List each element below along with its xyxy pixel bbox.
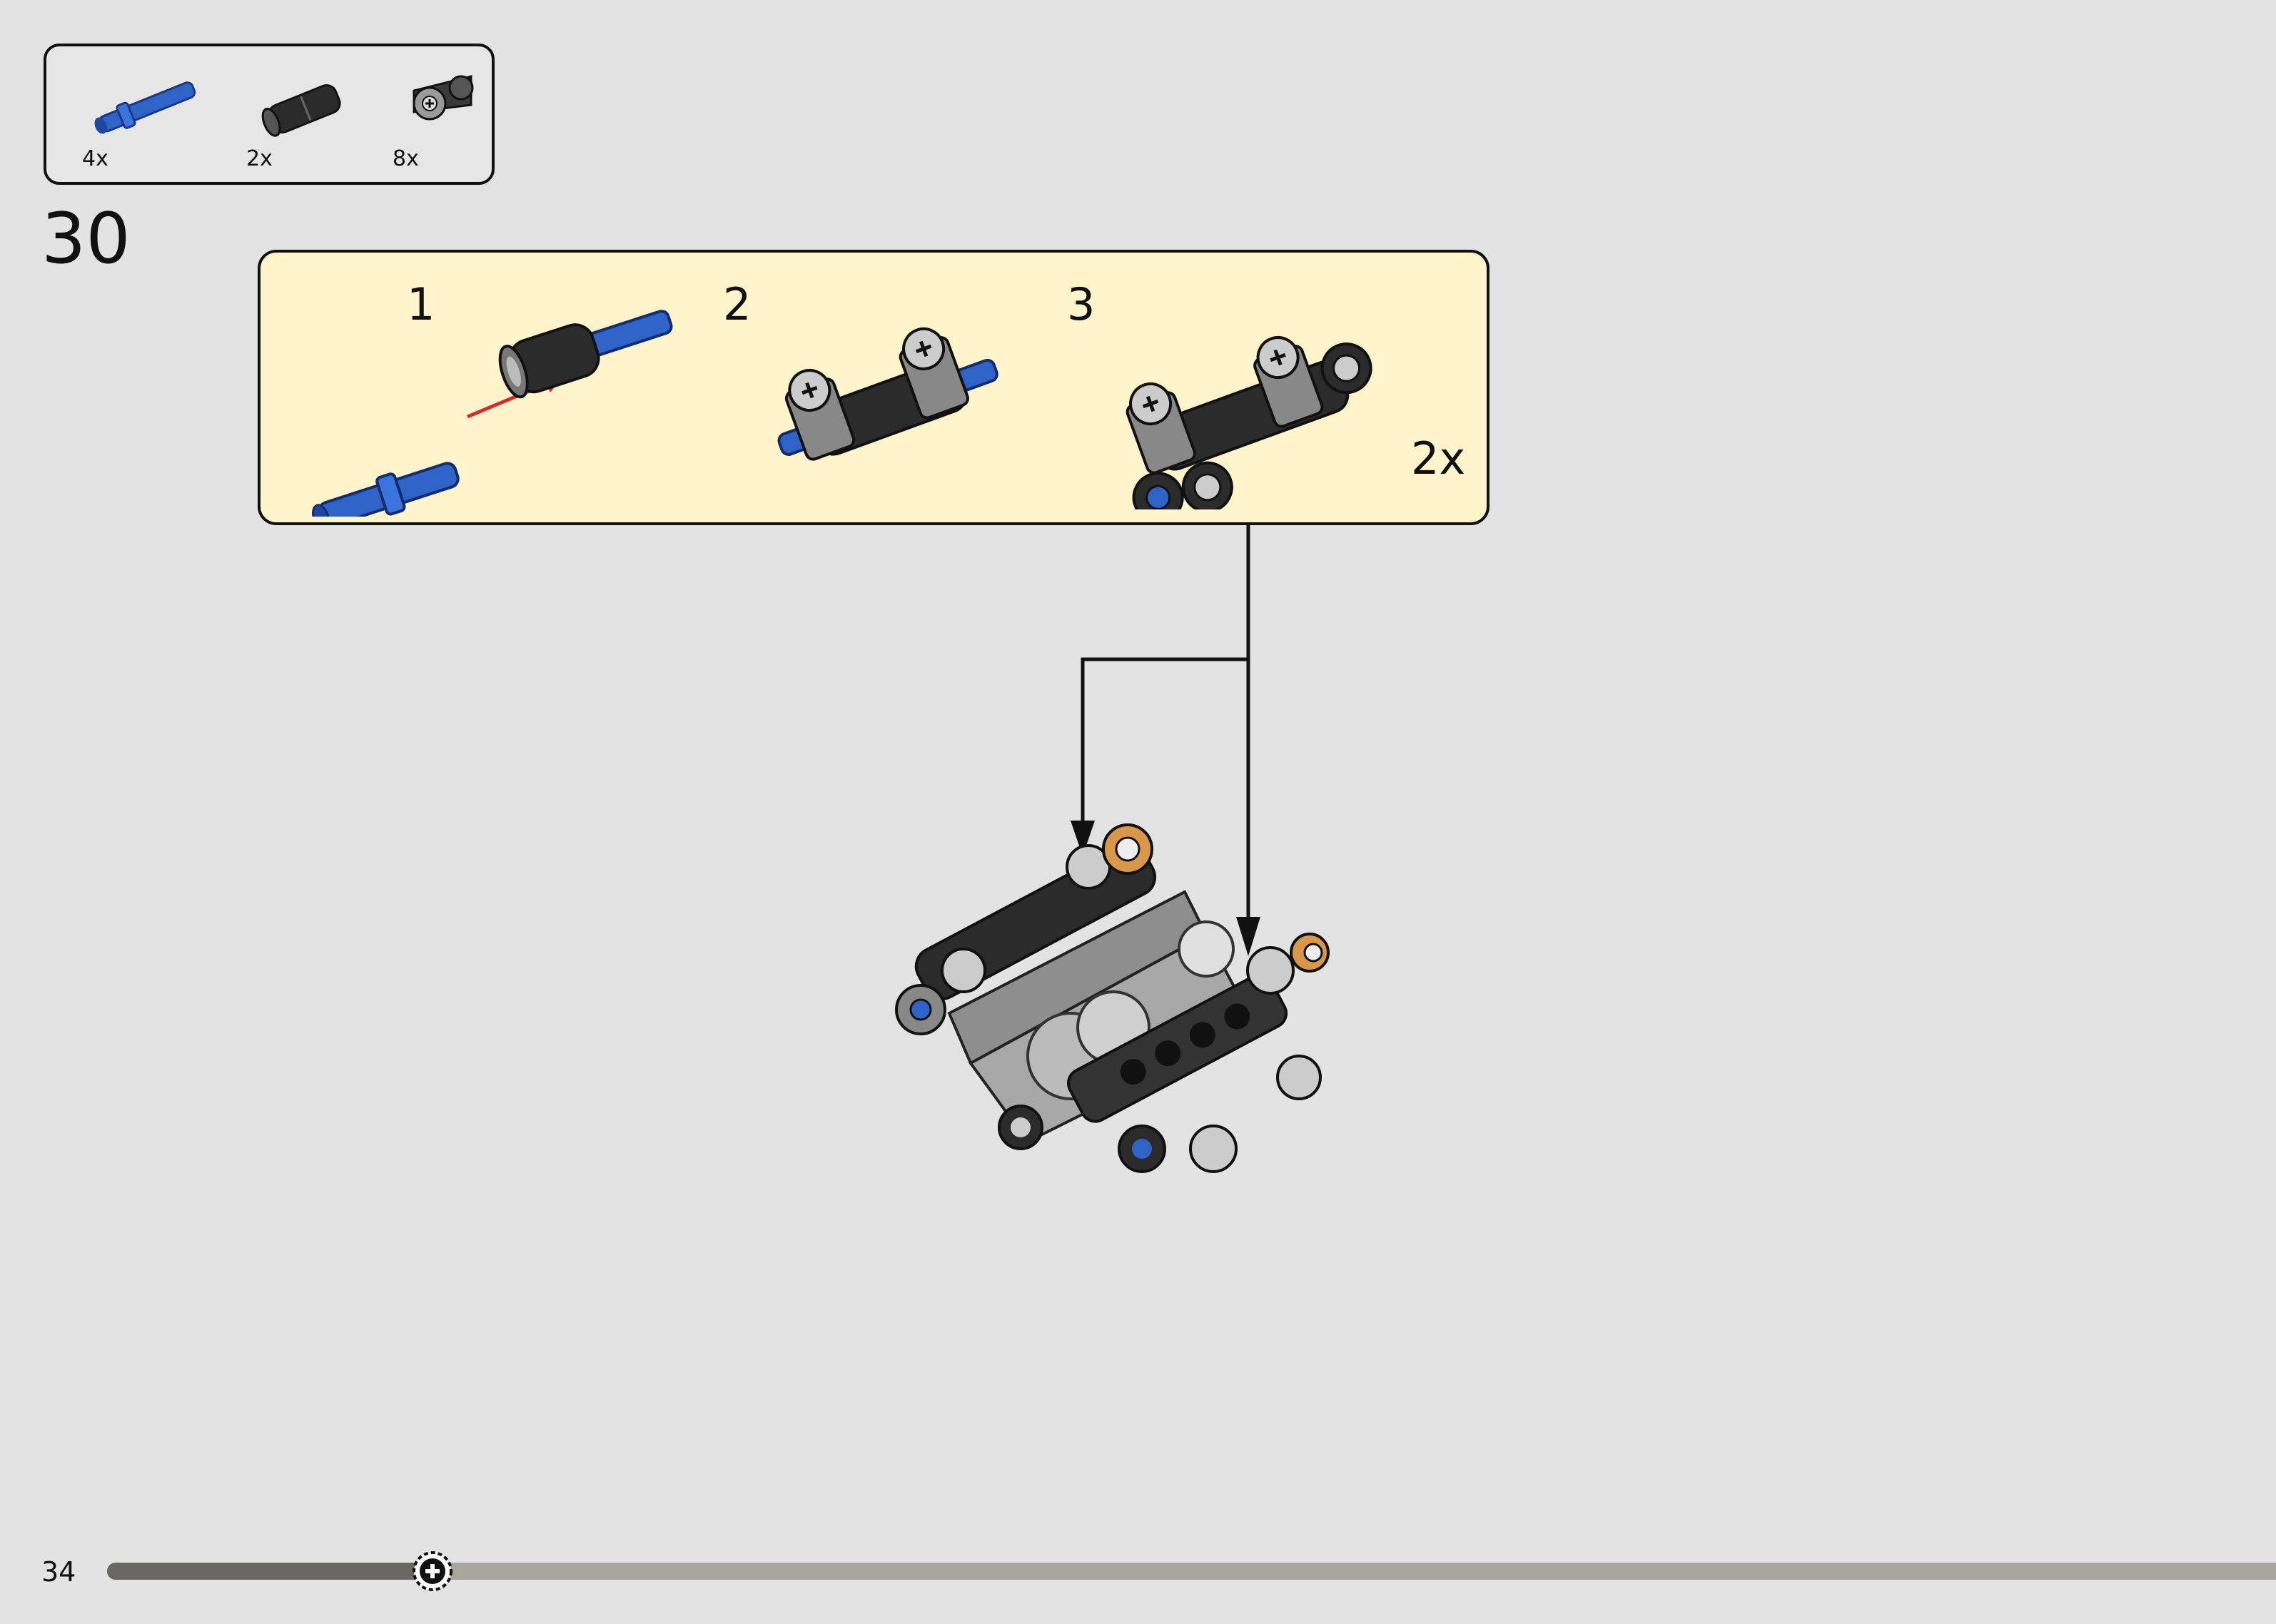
part-grey-cross-block: 8x [393,62,521,171]
blue-axle-pin-icon [94,81,196,134]
step-number: 30 [41,198,131,280]
arrow-head [1071,821,1095,856]
part-black-connector: 2x [246,62,375,171]
arrow-head [1236,917,1260,956]
black-connector-icon [261,84,341,137]
substep-number: 3 [1067,278,1096,330]
substep-number: 2 [723,278,752,330]
parts-list: 4x 2x 8x [44,44,495,185]
substep-3-illustration [1126,336,1372,509]
assembled-model [895,823,1330,1173]
substep-multiplier: 2x [1411,432,1466,484]
subassembly-callout: 1 2 3 2x [258,250,1489,525]
progress-fill [107,1563,433,1580]
part-blue-axle-pin: 4x [82,62,211,171]
substep-2-illustration [777,327,998,461]
placement-arrows [1081,525,1250,917]
progress-bar [107,1551,2276,1591]
part-qty: 2x [246,146,273,171]
substep-number: 1 [407,278,435,330]
gear-icon [412,1551,452,1591]
cross-block-icon [413,75,474,121]
substep-1-illustration [312,310,673,517]
part-qty: 4x [82,146,108,171]
page-number: 34 [41,1556,76,1588]
part-qty: 8x [393,146,419,171]
